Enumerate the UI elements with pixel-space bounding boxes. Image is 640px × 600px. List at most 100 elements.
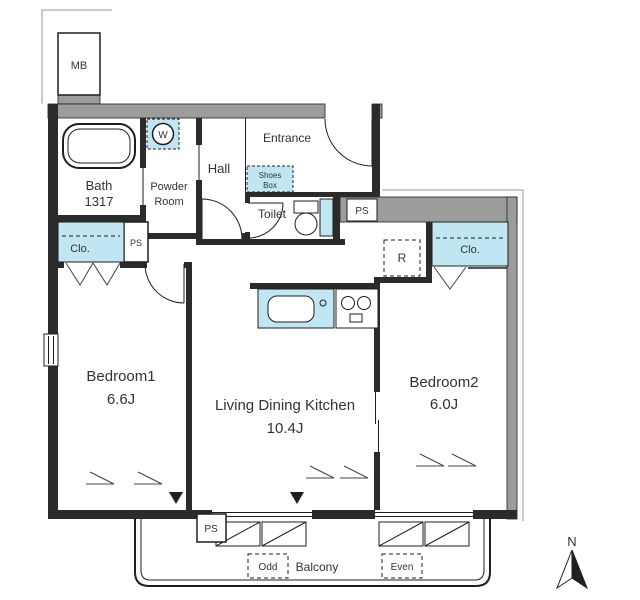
ps-left-label: PS [130,238,142,248]
wall-bath-right-lower [140,205,146,222]
stove-burner-left [341,296,355,310]
wall-powder-right-upper [196,118,202,145]
neighbor-line-topright [382,189,524,521]
balcony-outline [134,518,491,587]
closet-left-label: Clo. [70,243,90,255]
hall: Hall [208,161,231,176]
neighbor-line-topleft [41,9,112,104]
closet-right [431,221,509,267]
window-bedroom1-left-glass [48,336,54,364]
window-mark-ldk-a [306,465,335,479]
toilet-tank-icon [293,200,319,214]
powder-label-line1: Powder [150,181,188,193]
room-labels: Bedroom1 6.6J Living Dining Kitchen 10.4… [86,368,478,437]
bath-label: Bath [86,178,113,193]
window-mark-bedroom2-b [448,453,477,467]
structural-walls [43,103,518,520]
closet-right-folding-doors [433,266,467,290]
kitchen [257,288,379,329]
balcony-inner-line [140,518,485,581]
wall-bath-bottom [48,215,146,222]
ldk-size-label: 10.4J [267,420,304,437]
closets: Clo. Clo. [57,221,509,290]
window-mark-bedroom1-a [86,471,115,485]
window-mark-bedroom1-b [134,471,163,485]
mb-wall-connector [57,94,101,105]
wall-toilet-left-upper [245,197,250,203]
fridge-label: R [398,251,407,265]
wall-bedroom1-top-2 [120,262,147,268]
north-arrow-icon-right [571,549,589,590]
window-bedroom1-left [43,333,59,367]
wall-powder-right-lower [196,180,202,239]
entrance: Entrance Shoes Box [246,131,311,193]
balcony-hatch-2-diag [261,521,307,547]
bedroom2-size-label: 6.0J [430,396,458,413]
wall-top [47,103,326,119]
washer-label: W [158,130,168,141]
bedroom1-size-label: 6.6J [107,391,135,408]
wall-hall-bottom-right [242,233,246,239]
entrance-label: Entrance [263,131,311,145]
bathtub-icon [62,123,136,169]
window-mark-bedroom2-a [416,453,445,467]
shoes-box [246,165,294,193]
entrance-door-arc [324,118,373,167]
odd-box [247,553,289,579]
wall-bottom-mid [312,510,375,519]
ps-top-label: PS [355,206,369,217]
wall-hall-bottom-left [146,233,202,239]
compass: N [555,534,589,590]
toilet-label: Toilet [258,207,287,221]
interior-walls [48,104,432,510]
powder-room: W Powder Room [146,118,188,208]
window-bedroom2 [375,512,473,517]
shoes-box-label-line1: Shoes [259,171,282,180]
doors [144,118,373,304]
toilet-room: Toilet [258,198,334,237]
shoes-box-label-line2: Box [263,181,277,190]
window-mark-ldk-b [340,465,369,479]
even-box [381,553,423,579]
bedroom1-label: Bedroom1 [86,368,155,385]
washer-icon [151,122,175,146]
wall-bedroom1-top-1 [48,262,64,268]
wall-bath-right-upper [140,118,146,168]
bath-room: Bath 1317 [62,123,136,209]
closet-right-label: Clo. [460,244,480,256]
meter-box: MB [57,32,101,105]
wall-bottom-right [473,510,517,519]
even-label: Even [391,562,414,573]
wall-ldk-bedroom2-upper [374,277,380,392]
balcony: PS Odd Balcony Even [134,513,491,587]
wall-left [48,104,58,516]
sliding-door-ldk-bedroom2 [375,392,379,452]
direction-marker-mid [290,492,304,504]
fridge-box [383,239,421,277]
wall-toilet-right [333,197,340,245]
wall-kitchen-back [250,283,378,289]
wall-bottom-left [48,510,212,519]
faucet-icon [319,299,327,307]
wall-toilet-left-lower [245,232,250,239]
wall-fridge-nook-east [426,222,432,283]
stove-burner-right [357,296,371,310]
toilet-pipe-space [319,198,334,237]
wall-toilet-bottom [196,239,345,245]
window-marks [86,453,477,504]
wall-toilet-top [245,192,380,197]
mb-outline [57,32,101,96]
ps-top-box [346,198,378,222]
wall-bedroom2-top [374,277,430,283]
odd-label: Odd [259,562,278,573]
wall-entrance-right [372,104,380,197]
bathtub-inner [67,128,131,164]
window-ldk [212,512,312,517]
balcony-hatch-3-diag [378,521,424,547]
powder-label-line2: Room [154,196,183,208]
pipe-spaces: PS PS [123,198,378,263]
north-arrow-icon-left [555,549,573,590]
hall-label: Hall [208,161,231,176]
